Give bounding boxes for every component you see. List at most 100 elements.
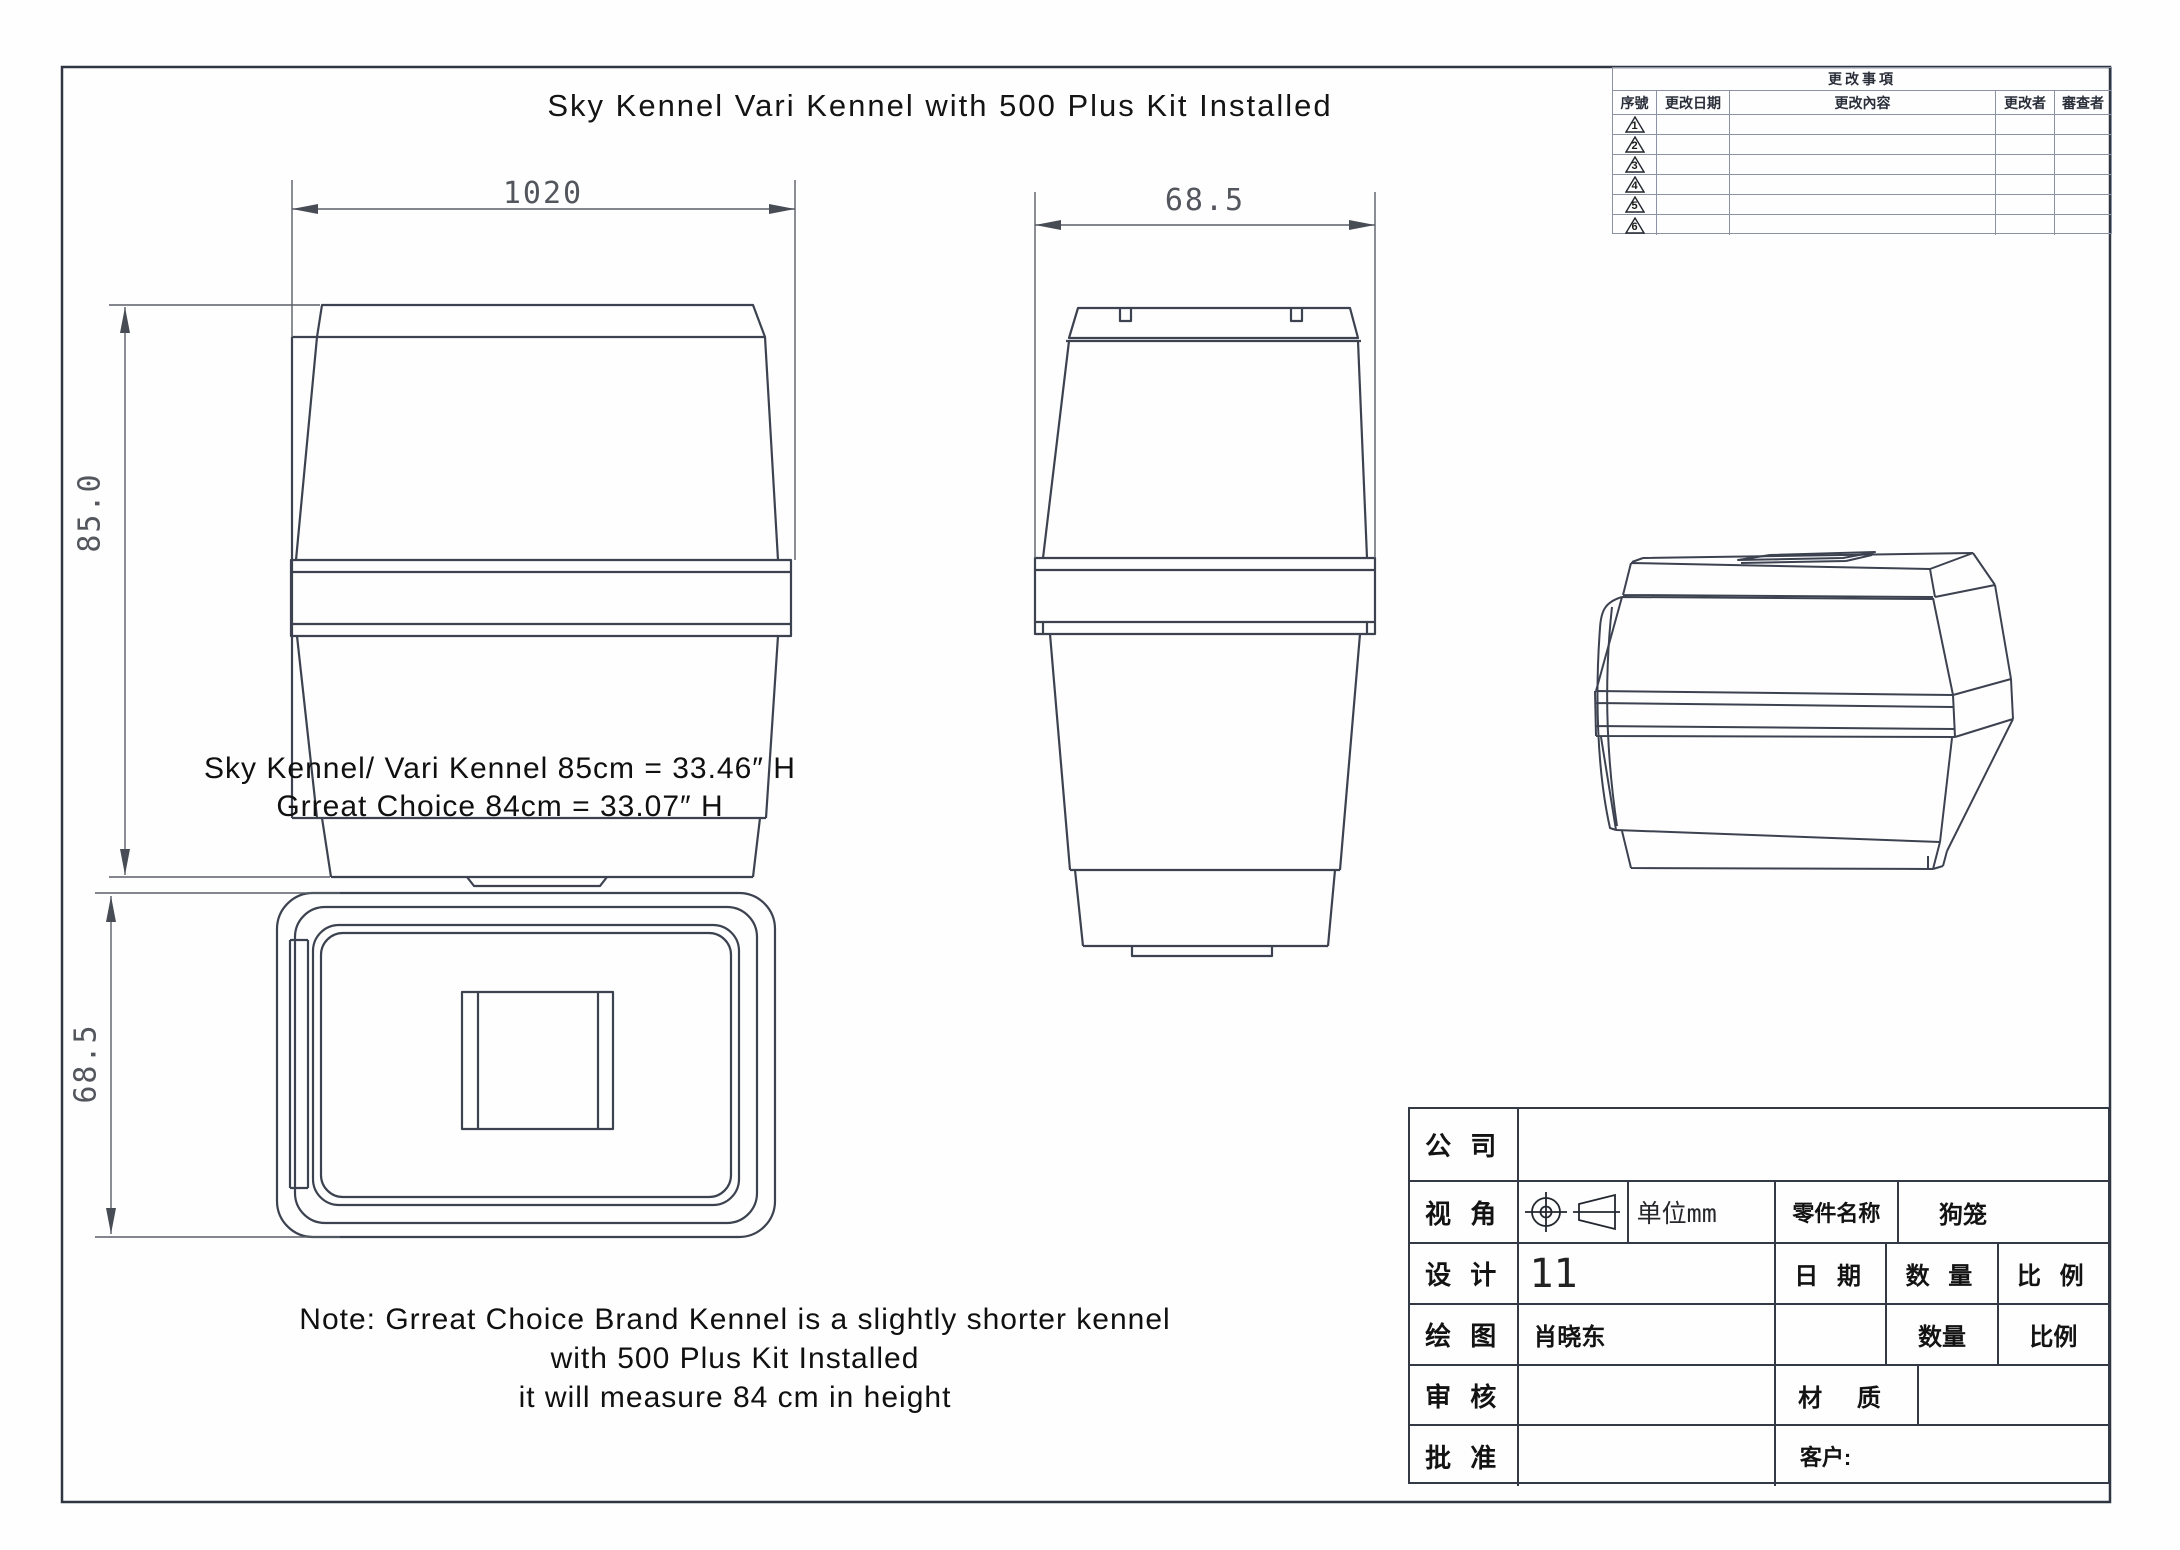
side-view-drawing — [289, 303, 793, 888]
side-view-lower-body — [295, 635, 780, 820]
part-name-label: 零件名称 — [1775, 1182, 1900, 1244]
view-angle-label: 视 角 — [1410, 1182, 1520, 1244]
bottom-note-line3: it will measure 84 cm in height — [518, 1381, 952, 1414]
side-view-base — [320, 817, 762, 879]
revision-col-seq: 序號 — [1613, 91, 1657, 115]
revision-col-reviewer: 審查者 — [2055, 91, 2111, 115]
dim-685-top-lines — [95, 892, 340, 1238]
dim-label-top-depth: 68.5 — [68, 1023, 104, 1104]
revision-triangle-icon: 2 — [1624, 136, 1645, 153]
date-label: 日 期 — [1775, 1244, 1888, 1305]
top-view-handle — [460, 990, 615, 1131]
drawing-label: 绘 图 — [1410, 1305, 1520, 1366]
front-view-drawing — [1033, 306, 1377, 958]
top-view-drawing — [275, 891, 777, 1239]
front-view-upper-body — [1041, 339, 1369, 559]
revision-triangle-icon: 1 — [1624, 116, 1645, 133]
top-view-dimensions — [95, 892, 340, 1238]
dim-label-side-height: 85.0 — [72, 472, 108, 553]
iso-lower-body — [1600, 718, 2014, 852]
drawing-title: Sky Kennel Vari Kennel with 500 Plus Kit… — [547, 88, 1333, 123]
bottom-note-line2: with 500 Plus Kit Installed — [550, 1342, 920, 1375]
date-value — [1775, 1305, 1888, 1366]
scale-label-2: 比例 — [1998, 1305, 2109, 1366]
height-comparison-note: Sky Kennel/ Vari Kennel 85cm = 33.46″ H … — [100, 750, 900, 826]
side-view-lid — [315, 303, 767, 339]
part-name-value: 狗笼 — [1899, 1182, 2108, 1244]
front-view-lid — [1067, 306, 1360, 340]
revision-triangle-icon: 3 — [1624, 156, 1645, 173]
company-value — [1519, 1109, 2108, 1182]
front-view-base — [1073, 869, 1337, 948]
revision-row: 2 — [1613, 135, 2111, 155]
revision-row: 3 — [1613, 155, 2111, 175]
material-label: 材 质 — [1775, 1366, 1920, 1426]
side-view-door-frame — [290, 335, 317, 820]
front-view-lower-body — [1048, 633, 1362, 872]
dim-850-lines — [109, 304, 330, 878]
check-label: 审 核 — [1410, 1366, 1520, 1426]
iso-upper-body — [1595, 584, 2012, 696]
scale-label: 比 例 — [1998, 1244, 2109, 1305]
projection-symbol-icon — [1524, 1192, 1620, 1232]
bottom-note: Note: Grreat Choice Brand Kennel is a sl… — [180, 1300, 1290, 1417]
front-view-band-strips — [1035, 568, 1375, 634]
design-value: 11 — [1519, 1244, 1776, 1305]
drawer-name: 肖晓东 — [1519, 1305, 1776, 1366]
top-view-handle-sides — [476, 992, 600, 1129]
approve-value — [1519, 1426, 1776, 1486]
revision-row: 4 — [1613, 175, 2111, 195]
side-view-dimensions — [109, 180, 796, 878]
front-view-dimensions — [1034, 192, 1376, 558]
height-note-line2: Grreat Choice 84cm = 33.07″ H — [276, 790, 724, 823]
top-view-door-edge — [288, 938, 310, 1190]
title-block: 公 司 视 角 单位mm 零件名称 狗笼 设 计 — [1408, 1107, 2110, 1486]
top-view-rim-offset-1 — [293, 905, 759, 1225]
revision-col-by: 更改者 — [1996, 91, 2055, 115]
check-value — [1519, 1366, 1776, 1426]
quantity-label-2: 数量 — [1887, 1305, 1999, 1366]
design-label: 设 计 — [1410, 1244, 1520, 1305]
sheet-border — [60, 65, 2112, 1504]
front-view-base-strip — [1130, 946, 1274, 958]
top-view-rim-offset-2 — [311, 923, 741, 1207]
customer-label: 客户: — [1799, 1445, 1852, 1470]
iso-band — [1594, 678, 2014, 738]
side-view-band-strips — [291, 570, 791, 626]
bottom-note-line1: Note: Grreat Choice Brand Kennel is a sl… — [299, 1303, 1171, 1336]
revision-col-content: 更改內容 — [1730, 91, 1996, 115]
revision-triangle-icon: 5 — [1624, 196, 1645, 213]
revision-row: 6 — [1613, 215, 2111, 235]
front-view-band — [1033, 556, 1377, 636]
projection-symbol-cell — [1519, 1182, 1629, 1244]
dim-label-side-length: 1020 — [502, 176, 584, 211]
company-label: 公 司 — [1410, 1109, 1520, 1182]
iso-lid — [1622, 552, 1996, 598]
approve-label: 批 准 — [1410, 1426, 1520, 1486]
revision-triangle-icon: 4 — [1624, 176, 1645, 193]
dim-label-front-width: 68.5 — [1164, 183, 1246, 218]
dim-1020-lines — [291, 180, 796, 560]
iso-handle — [1737, 551, 1876, 564]
revision-triangle-icon: 6 — [1624, 216, 1645, 234]
top-view-rim-offset-3 — [319, 931, 733, 1199]
unit-text: 单位mm — [1628, 1182, 1776, 1244]
front-view-lid-tabs — [1118, 308, 1304, 323]
height-note-line1: Sky Kennel/ Vari Kennel 85cm = 33.46″ H — [204, 752, 796, 785]
revision-table-title: 更改事項 — [1613, 68, 2111, 91]
material-value — [1919, 1366, 2108, 1426]
quantity-label: 数 量 — [1887, 1244, 1999, 1305]
isometric-view-drawing — [1594, 551, 2014, 870]
iso-base — [1621, 830, 1948, 870]
side-view-band — [289, 558, 793, 638]
revision-row: 5 — [1613, 195, 2111, 215]
side-view-upper-body — [294, 336, 780, 561]
revision-row: 1 — [1613, 115, 2111, 135]
top-view-outer-rim — [275, 891, 777, 1239]
iso-door-end — [1596, 596, 1623, 831]
side-view-base-notch — [466, 876, 608, 888]
revision-table-header: 序號 更改日期 更改內容 更改者 審查者 — [1613, 91, 2111, 115]
revision-table: 更改事項 序號 更改日期 更改內容 更改者 審查者 1 2 3 4 — [1612, 67, 2112, 235]
